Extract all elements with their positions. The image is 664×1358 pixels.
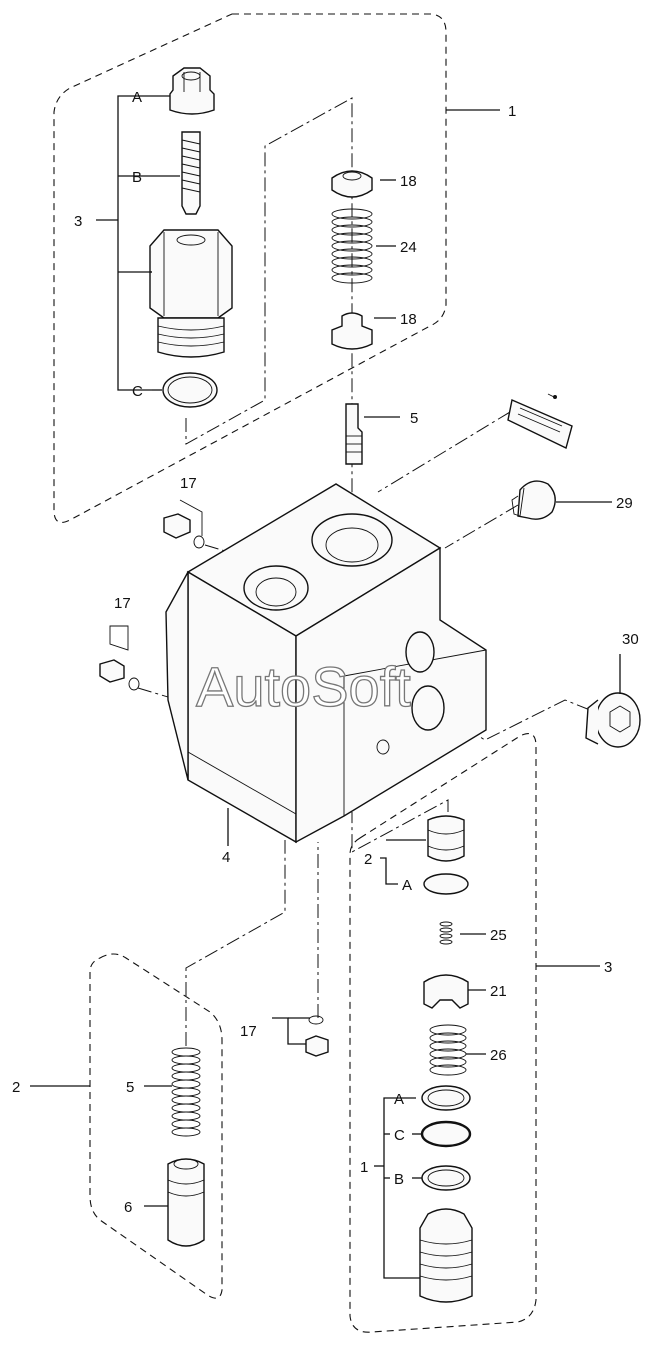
plugs-17 [99, 499, 329, 1057]
label-plug-29: 29 [616, 495, 633, 512]
watermark: AutoSoft [196, 655, 411, 718]
nameplate-centerline [377, 411, 511, 493]
label-plug-17-lower: 17 [240, 1023, 257, 1040]
spring-5-left [171, 1047, 201, 1137]
plug-17-upper [163, 513, 191, 539]
assembly-boundaries [53, 13, 537, 1333]
plug-30-centerline [439, 699, 591, 741]
top-spool-group [331, 170, 373, 465]
adjust-screw-thread [181, 139, 201, 193]
top-relief-valve [149, 67, 233, 408]
housing-side-face [295, 546, 487, 844]
label-ring-B: B [394, 1171, 404, 1188]
spring-seat-lower-18 [331, 312, 373, 350]
leader-lines [30, 95, 621, 1279]
sleeve-6 [167, 1158, 205, 1247]
spring-25 [439, 921, 453, 945]
label-plug-17-middle: 17 [114, 595, 131, 612]
plug-29-centerline [444, 504, 519, 549]
plug-30 [585, 692, 641, 748]
adjust-screw-B [181, 131, 201, 215]
housing-side-port-1 [405, 631, 435, 673]
label-ring-A-upper: A [402, 877, 412, 894]
spring-24 [331, 208, 373, 284]
label-plug-30: 30 [622, 631, 639, 648]
label-right-group-1: 1 [360, 1159, 368, 1176]
poppet-2 [427, 815, 465, 862]
valve-plunger [419, 1208, 473, 1303]
label-seat-lower: 18 [400, 311, 417, 328]
o-ring-C [162, 372, 218, 408]
nameplate [507, 393, 573, 449]
right-assembly-boundary [349, 733, 537, 1333]
label-top-C: C [132, 383, 143, 400]
spring-seat-upper-18 [331, 170, 373, 198]
label-right-assembly-3: 3 [604, 959, 612, 976]
label-top-relief-valve: 3 [74, 213, 82, 230]
label-spring-25: 25 [490, 927, 507, 944]
label-left-spring-5: 5 [126, 1079, 134, 1096]
spool-5 [345, 403, 363, 465]
cap-21 [423, 974, 469, 1009]
top-assembly-boundary [53, 13, 447, 523]
label-poppet-2: 2 [364, 851, 372, 868]
label-spool-5: 5 [410, 410, 418, 427]
label-left-assembly-2: 2 [12, 1079, 20, 1096]
label-seat-upper: 18 [400, 173, 417, 190]
housing-lower-block [165, 571, 189, 781]
label-top-B: B [132, 169, 142, 186]
cap-nut-A [169, 67, 215, 115]
left-valve-group [167, 1047, 205, 1247]
right-valve-centerline [351, 799, 449, 853]
right-valve-group [419, 815, 473, 1303]
label-sleeve-6: 6 [124, 1199, 132, 1216]
label-top-assembly: 1 [508, 103, 516, 120]
label-ring-A-lower: A [394, 1091, 404, 1108]
valve-housing [165, 483, 487, 844]
label-top-A: A [132, 89, 142, 106]
label-housing-4: 4 [222, 849, 230, 866]
ring-A-upper [423, 873, 469, 895]
label-spring-24: 24 [400, 239, 417, 256]
label-cap-21: 21 [490, 983, 507, 1000]
plug-29 [511, 480, 556, 520]
plug-17-lower [305, 1035, 329, 1057]
part-labels: 1 A B 3 C 18 24 18 5 17 17 29 30 4 2 A 2… [12, 89, 639, 1216]
label-ring-C: C [394, 1127, 405, 1144]
ring-C [420, 1120, 472, 1148]
label-spring-26: 26 [490, 1047, 507, 1064]
housing-port-2 [311, 513, 393, 567]
spring-26 [429, 1024, 467, 1076]
valve-body [149, 229, 233, 319]
housing-port-1 [243, 565, 309, 611]
valve-body-thread [157, 317, 225, 358]
left-valve-centerline [185, 840, 286, 1046]
label-plug-17-upper: 17 [180, 475, 197, 492]
left-assembly-boundary [89, 953, 223, 1299]
housing-side-port-2 [411, 685, 445, 731]
plug-17-middle [99, 659, 125, 683]
